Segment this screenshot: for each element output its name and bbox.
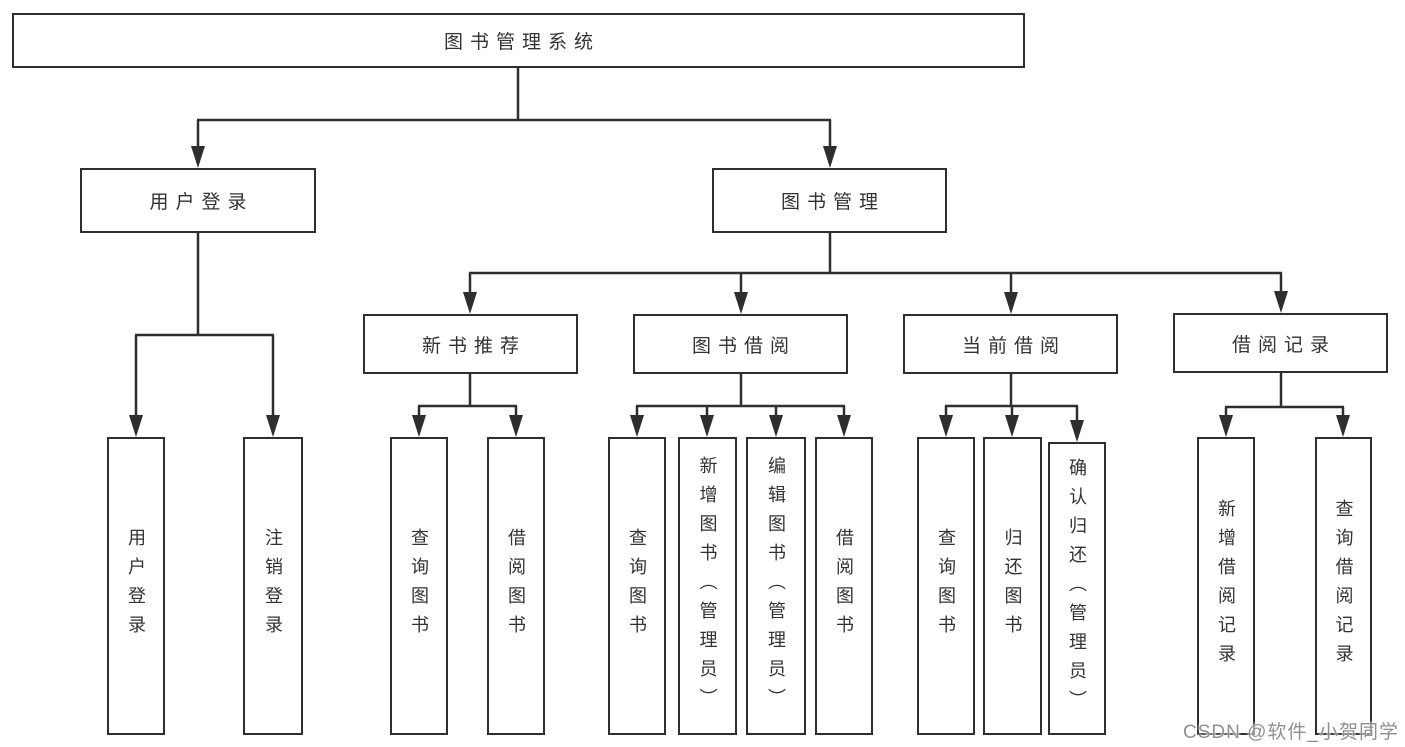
node-label: 当前借阅 [961, 335, 1066, 357]
node-library-management-system: 图书管理系统 [12, 13, 1025, 68]
leaf-add-books-admin: 新增图书（管理员） [678, 437, 737, 735]
leaf-edit-books-admin: 编辑图书（管理员） [746, 437, 806, 735]
node-current-borrowing: 当前借阅 [903, 314, 1118, 374]
node-borrowing-records: 借阅记录 [1173, 313, 1388, 373]
leaf-label: 确认归还（管理员） [1067, 458, 1087, 719]
leaf-label: 查询图书 [627, 528, 647, 644]
leaf-borrow-books-recommend: 借阅图书 [487, 437, 545, 735]
node-label: 图书借阅 [691, 335, 796, 357]
watermark-text: CSDN @软件_小贺同学 [1183, 722, 1399, 743]
leaf-query-books-borrowing: 查询图书 [608, 437, 666, 735]
node-label: 图书管理 [780, 192, 885, 213]
node-new-book-recommendation: 新书推荐 [363, 314, 578, 374]
node-user-login: 用户登录 [80, 168, 316, 233]
leaf-borrow-books: 借阅图书 [815, 437, 873, 735]
node-label: 用户登录 [149, 192, 254, 213]
node-book-management: 图书管理 [712, 168, 947, 233]
node-label: 图书管理系统 [443, 32, 600, 53]
leaf-logout-login: 注销登录 [243, 437, 303, 735]
leaf-label: 归还图书 [1002, 528, 1023, 644]
leaf-label: 查询图书 [936, 528, 956, 644]
node-label: 新书推荐 [421, 335, 526, 357]
leaf-user-login: 用户登录 [107, 437, 165, 735]
leaf-label: 新增借阅记录 [1216, 499, 1236, 673]
leaf-label: 用户登录 [126, 528, 146, 644]
leaf-confirm-return-admin: 确认归还（管理员） [1048, 442, 1106, 735]
leaf-query-borrow-record: 查询借阅记录 [1315, 437, 1372, 735]
leaf-label: 注销登录 [263, 528, 283, 644]
node-book-borrowing: 图书借阅 [633, 314, 848, 374]
leaf-query-books-recommend: 查询图书 [390, 437, 448, 735]
leaf-add-borrow-record: 新增借阅记录 [1197, 437, 1255, 735]
leaf-label: 查询图书 [409, 528, 429, 644]
leaf-label: 借阅图书 [834, 528, 854, 644]
leaf-label: 编辑图书（管理员） [766, 455, 786, 717]
leaf-return-books: 归还图书 [983, 437, 1042, 735]
leaf-label: 查询借阅记录 [1333, 499, 1354, 673]
leaf-label: 新增图书（管理员） [697, 455, 718, 717]
leaf-label: 借阅图书 [506, 528, 526, 644]
leaf-query-books-current: 查询图书 [917, 437, 975, 735]
node-label: 借阅记录 [1231, 334, 1336, 356]
